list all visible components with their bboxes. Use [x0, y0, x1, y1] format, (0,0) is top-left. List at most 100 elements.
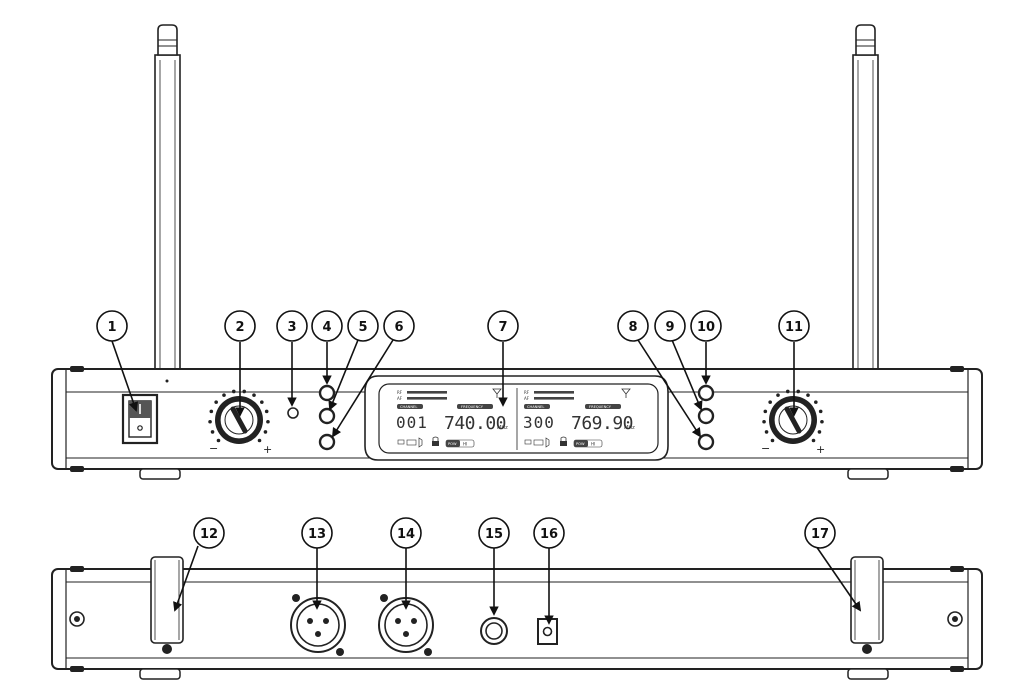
left-antenna	[154, 24, 181, 374]
lcd-display: RF AF CHANNEL FREQUENCY 001 740.00 MHz P…	[364, 375, 669, 461]
battery-icon	[406, 439, 417, 446]
callout-6: 6	[383, 310, 415, 342]
knob-scale-dot	[231, 389, 236, 394]
power-level-a: HI	[463, 442, 467, 447]
knob-scale-dot	[208, 419, 212, 424]
knob-scale-dot	[776, 393, 780, 397]
knob-scale-dot	[242, 389, 247, 394]
antenna-icon	[492, 388, 502, 398]
callout-10: 10	[690, 310, 722, 342]
status-icons-b: POW HI	[524, 436, 603, 448]
power-level-b: HI	[591, 442, 595, 447]
channel-tag-a: CHANNEL	[400, 405, 417, 409]
rf-label-a: RF	[397, 390, 403, 395]
af-label-a: AF	[397, 396, 403, 401]
knob-scale-dot	[817, 430, 822, 434]
callout-12: 12	[193, 517, 225, 549]
callout-17: 17	[804, 517, 836, 549]
knob-scale-dot	[806, 393, 810, 397]
mute-icon	[545, 437, 550, 448]
knob-scale-dot	[263, 430, 268, 434]
button-6[interactable]	[318, 433, 336, 451]
af-meter-b	[534, 397, 574, 400]
knob-scale-dot	[768, 400, 772, 404]
rf-meter-a	[407, 391, 447, 394]
frequency-tag-b: FREQUENCY	[589, 405, 612, 409]
knob-plus-label-b: +	[816, 443, 825, 456]
power-label-b: POW	[576, 442, 585, 446]
lock-icon	[560, 441, 567, 446]
unit-b: MHz	[624, 425, 635, 431]
knob-minus-label: −	[209, 442, 218, 455]
knob-scale-dot	[796, 389, 801, 394]
button-4[interactable]	[318, 384, 336, 402]
rf-label-b: RF	[524, 390, 530, 395]
callout-label: 12	[200, 527, 218, 542]
frequency-b: 769.90	[571, 413, 633, 434]
callout-label: 11	[785, 320, 803, 335]
knob-scale-dot	[260, 400, 264, 404]
lock-icon	[432, 441, 439, 446]
button-10[interactable]	[697, 384, 715, 402]
volume-knob-a[interactable]	[208, 389, 270, 444]
button-8[interactable]	[697, 433, 715, 451]
knob-scale-dot	[770, 438, 775, 443]
callout-label: 6	[394, 320, 403, 335]
rf-meter-b	[534, 391, 574, 394]
mute-icon	[418, 437, 423, 448]
callout-label: 10	[697, 320, 715, 335]
knob-scale-dot	[264, 409, 269, 414]
knob-minus-label-b: −	[761, 442, 770, 455]
button-9[interactable]	[697, 407, 715, 425]
ir-sensor	[287, 407, 299, 419]
unit-a: MHz	[497, 425, 508, 431]
jack-connector-icon	[480, 617, 508, 645]
af-label-b: AF	[524, 396, 530, 401]
callout-16: 16	[533, 517, 565, 549]
callout-label: 9	[665, 320, 674, 335]
power-switch-icon[interactable]	[121, 393, 159, 445]
frequency-tag-a: FREQUENCY	[461, 405, 484, 409]
callout-label: 2	[235, 320, 244, 335]
callout-label: 16	[540, 527, 558, 542]
rear-panel	[51, 566, 983, 680]
callout-label: 5	[358, 320, 367, 335]
callout-11: 11	[778, 310, 810, 342]
knob-scale-dot	[210, 430, 215, 434]
knob-scale-dot	[764, 430, 769, 434]
power-label-a: POW	[448, 442, 457, 446]
callout-2: 2	[224, 310, 256, 342]
callout-label: 7	[498, 320, 507, 335]
knob-scale-dot	[762, 419, 766, 424]
callout-8: 8	[617, 310, 649, 342]
dc-connector-icon	[537, 618, 558, 645]
callout-1: 1	[96, 310, 128, 342]
callout-14: 14	[390, 517, 422, 549]
xlr-connector-icon	[290, 594, 346, 656]
channel-number-a: 001	[396, 413, 428, 432]
callout-label: 17	[811, 527, 829, 542]
knob-scale-dot	[252, 393, 256, 397]
callout-15: 15	[478, 517, 510, 549]
callout-label: 1	[107, 320, 116, 335]
callout-7: 7	[487, 310, 519, 342]
channel-number-b: 300	[523, 413, 555, 432]
antenna-icon	[621, 388, 631, 398]
callout-9: 9	[654, 310, 686, 342]
callout-3: 3	[276, 310, 308, 342]
callout-label: 15	[485, 527, 503, 542]
battery-icon	[533, 439, 544, 446]
channel-tag-b: CHANNEL	[527, 405, 544, 409]
button-5[interactable]	[318, 407, 336, 425]
knob-plus-label: +	[263, 443, 272, 456]
callout-4: 4	[311, 310, 343, 342]
knob-scale-dot	[820, 419, 824, 424]
knob-scale-dot	[222, 393, 226, 397]
knob-scale-dot	[785, 389, 790, 394]
status-icons-a: POW HI	[397, 436, 475, 448]
callout-bubbles: 1 2 3 4 5 6 7 8 9 10 11 12 13 14 15 16 1…	[96, 310, 836, 549]
antenna-mount-right	[850, 556, 884, 654]
knob-scale-dot	[811, 438, 816, 443]
volume-knob-b[interactable]	[762, 389, 824, 444]
